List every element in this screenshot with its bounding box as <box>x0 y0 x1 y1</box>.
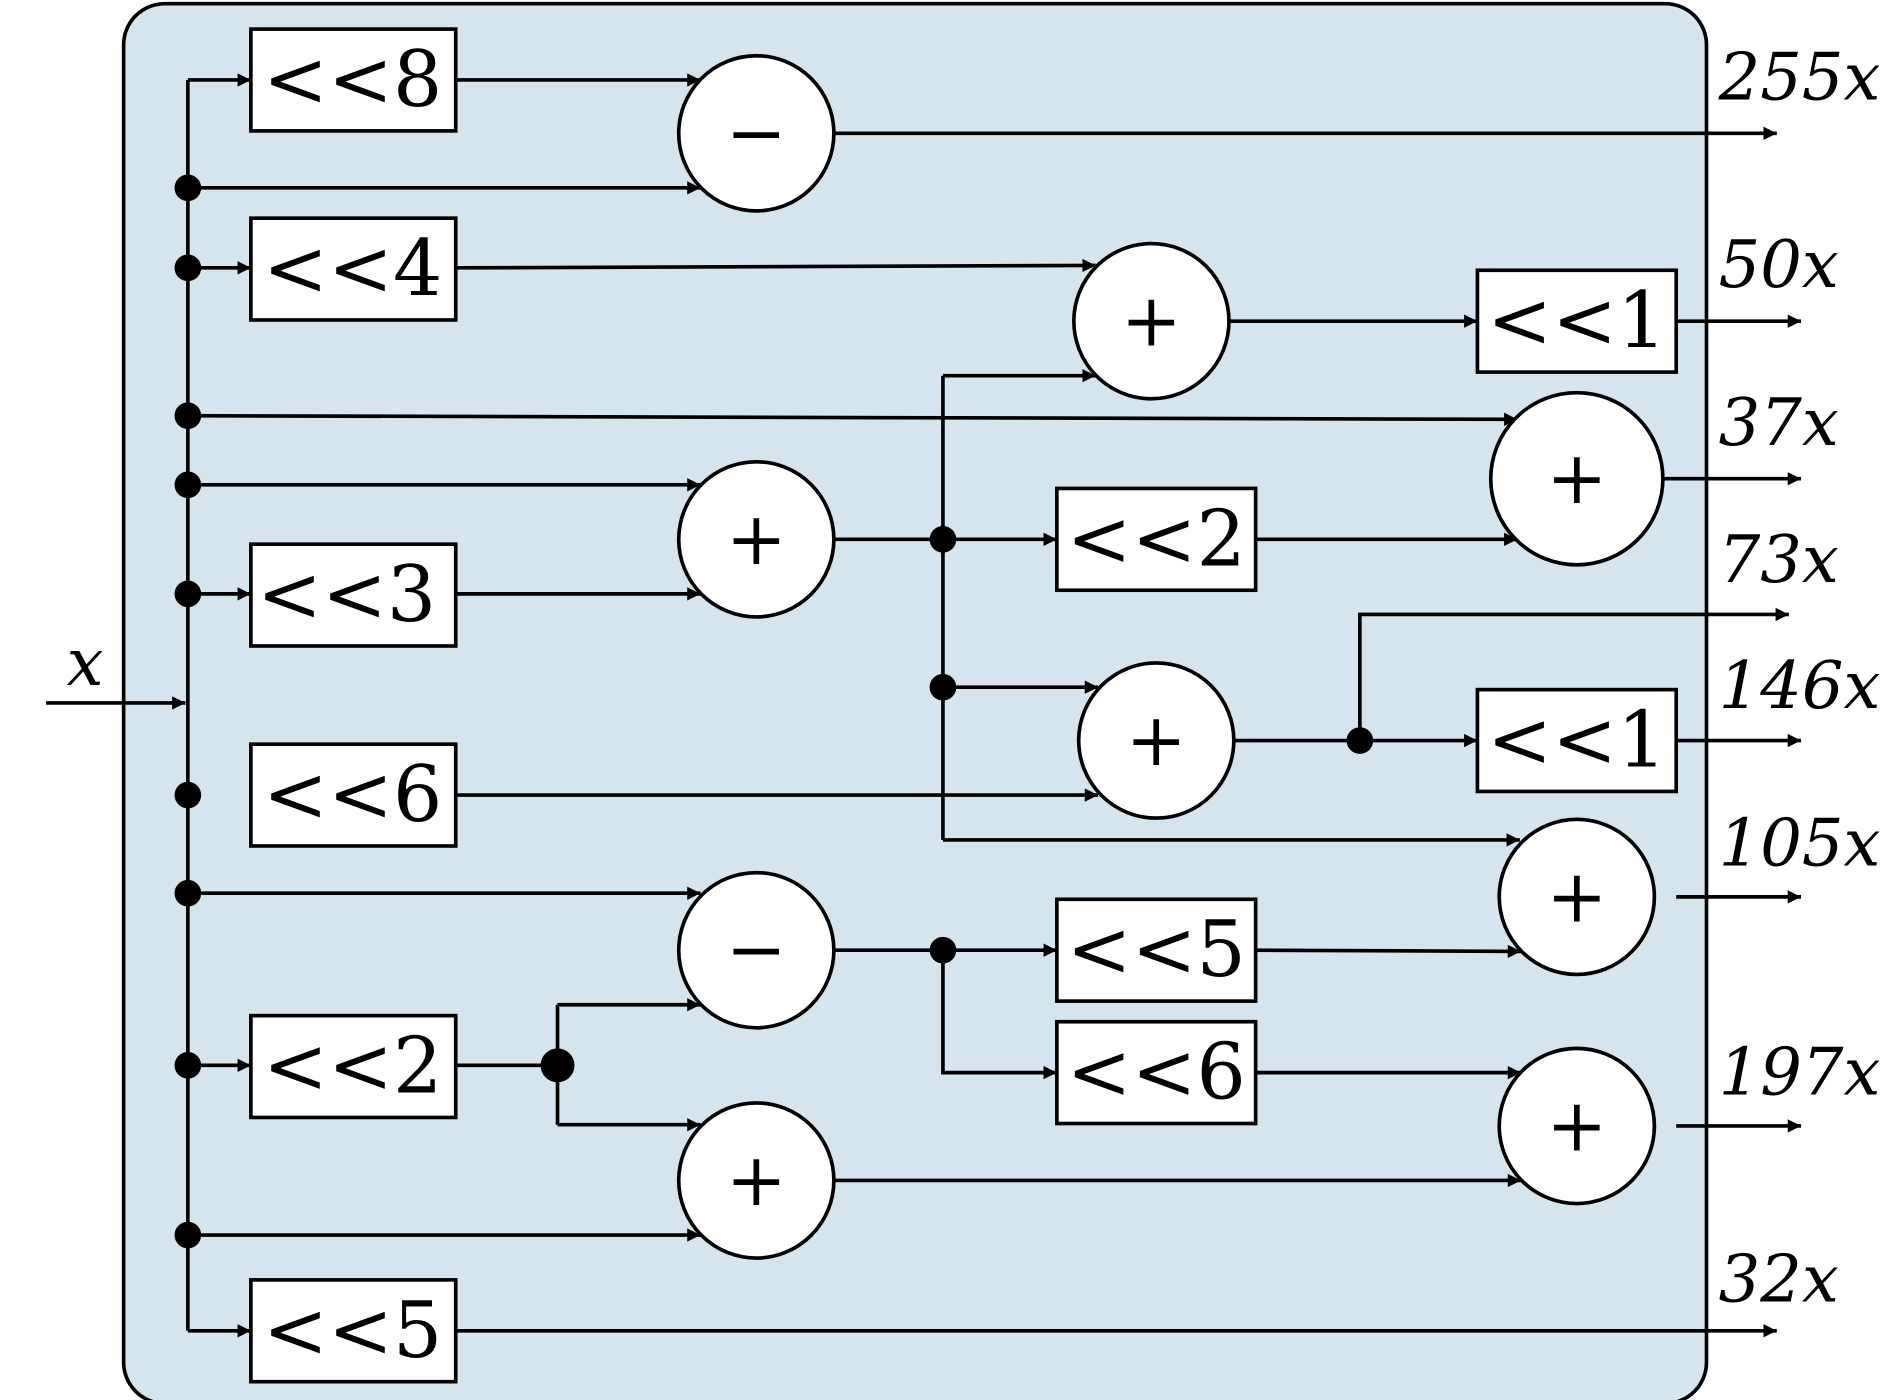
svg-text:+: + <box>1546 1083 1607 1168</box>
adder-node: + <box>676 459 836 619</box>
junction-dot <box>929 673 957 701</box>
junction-dot <box>174 1221 202 1249</box>
output-labels: 255x 50x 37x 73x 146x 105x 197x 32x <box>1718 39 1881 1317</box>
operator-nodes: − + + + − + + <box>676 53 1665 1260</box>
svg-text:+: + <box>1546 436 1607 521</box>
adder-node: + <box>1488 390 1665 567</box>
svg-text:<<8: <<8 <box>263 35 442 125</box>
shift-block-right-1-top: <<1 <box>1475 268 1679 374</box>
shift-block-mid-6: <<6 <box>1055 1019 1258 1126</box>
svg-text:+: + <box>1121 279 1182 364</box>
adder-node: + <box>1497 817 1657 977</box>
junction-dot <box>174 402 202 430</box>
junction-dot <box>174 174 202 202</box>
input-label: x <box>67 625 104 701</box>
junction-dot <box>174 580 202 608</box>
output-label: 146x <box>1719 648 1881 724</box>
adder-node: + <box>1072 241 1231 401</box>
junction-dot <box>174 471 202 499</box>
shift-block-mid-5: <<5 <box>1055 897 1258 1003</box>
svg-text:+: + <box>726 497 787 582</box>
output-label: 50x <box>1719 227 1839 303</box>
adder-node: + <box>676 1101 836 1260</box>
junction-dot <box>174 879 202 907</box>
shift-block-right-1-bottom: <<1 <box>1475 687 1679 794</box>
junction-dot <box>174 254 202 282</box>
svg-text:<<2: <<2 <box>1067 494 1246 584</box>
output-label: 197x <box>1719 1034 1881 1110</box>
shift-blocks: <<8 <<4 <<3 <<6 <<2 <<5 <box>249 27 1679 1384</box>
shift-block-left-2: <<2 <box>249 1013 458 1120</box>
junction-dot <box>929 936 957 964</box>
output-label: 73x <box>1719 522 1839 598</box>
subtract-node: − <box>676 870 836 1030</box>
svg-text:−: − <box>726 91 787 176</box>
shift-block-left-8: <<8 <box>249 27 458 133</box>
junction-dot <box>1346 727 1374 754</box>
diagram-panel <box>121 1 1709 1400</box>
junction-dot <box>174 781 202 809</box>
svg-text:<<2: <<2 <box>263 1022 442 1112</box>
svg-text:+: + <box>726 1138 787 1223</box>
adder-node: + <box>1497 1046 1657 1206</box>
svg-text:+: + <box>1126 698 1187 783</box>
subtract-node: − <box>676 53 836 213</box>
shift-block-left-5: <<5 <box>249 1278 458 1384</box>
wires <box>46 73 1802 1338</box>
junction-dot <box>174 1052 202 1079</box>
output-label: 37x <box>1719 385 1839 461</box>
svg-text:<<5: <<5 <box>263 1286 442 1376</box>
junction-dot <box>929 526 957 553</box>
output-label: 105x <box>1719 805 1881 881</box>
shift-block-left-3: <<3 <box>249 542 458 648</box>
junction-dots <box>174 174 1374 1249</box>
svg-text:<<3: <<3 <box>257 550 436 640</box>
svg-text:<<5: <<5 <box>1067 905 1246 995</box>
svg-text:−: − <box>726 908 787 993</box>
svg-text:<<6: <<6 <box>1067 1028 1246 1118</box>
junction-dot <box>540 1048 575 1083</box>
svg-text:<<1: <<1 <box>1487 276 1666 366</box>
svg-text:<<1: <<1 <box>1487 696 1666 786</box>
svg-text:<<4: <<4 <box>263 224 442 314</box>
shift-block-mid-2: <<2 <box>1055 486 1258 593</box>
output-label: 255x <box>1718 39 1881 115</box>
svg-text:+: + <box>1546 854 1607 939</box>
svg-text:<<6: <<6 <box>263 750 442 840</box>
output-label: 32x <box>1719 1242 1839 1318</box>
shift-block-left-4: <<4 <box>249 216 458 322</box>
shift-block-left-6: <<6 <box>249 742 458 848</box>
adder-node: + <box>1076 661 1236 820</box>
